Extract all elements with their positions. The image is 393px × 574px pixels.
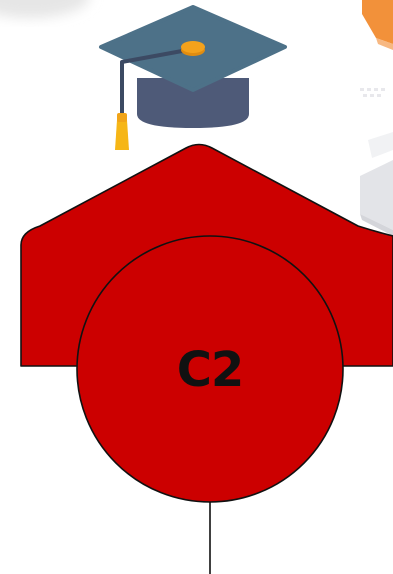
background-cube-light	[360, 132, 393, 236]
background-blur-shape	[0, 0, 90, 18]
graduation-cap-icon	[101, 7, 285, 150]
level-code: C2	[110, 340, 310, 400]
background-cube-orange	[362, 0, 393, 50]
background-dots	[360, 88, 385, 97]
